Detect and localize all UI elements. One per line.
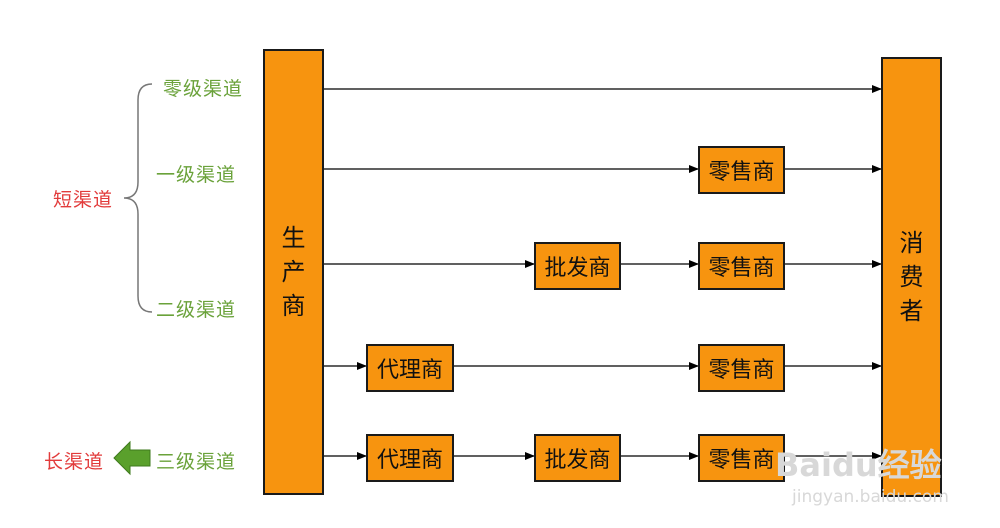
zero-level-label: 零级渠道 [163, 78, 244, 100]
three-level-label: 三级渠道 [156, 451, 237, 473]
watermark-brand: Baidu经验 [775, 446, 942, 484]
producer-char: 产 [281, 258, 306, 286]
wholesaler-box: 批发商 [534, 242, 621, 290]
producer-char: 生 [281, 224, 306, 252]
agent-box: 代理商 [366, 344, 454, 392]
two-level-label: 二级渠道 [156, 299, 237, 321]
wholesaler-box: 批发商 [534, 434, 621, 482]
brace [123, 83, 153, 313]
green-arrow-icon [113, 440, 151, 476]
long-channel-label: 长渠道 [44, 451, 105, 473]
producer-box: 生 产 商 [263, 49, 324, 495]
retailer-box: 零售商 [698, 434, 785, 482]
watermark-url: jingyan.baidu.com [792, 487, 949, 507]
retailer-box: 零售商 [698, 146, 785, 194]
consumer-box: 消 费 者 [881, 57, 942, 497]
agent-box: 代理商 [366, 434, 454, 482]
consumer-char: 消 [899, 229, 924, 257]
consumer-char: 者 [899, 297, 924, 325]
retailer-box: 零售商 [698, 344, 785, 392]
producer-char: 商 [281, 292, 306, 320]
short-channel-label: 短渠道 [53, 189, 114, 211]
consumer-char: 费 [899, 263, 924, 291]
one-level-label: 一级渠道 [156, 164, 237, 186]
retailer-box: 零售商 [698, 242, 785, 290]
